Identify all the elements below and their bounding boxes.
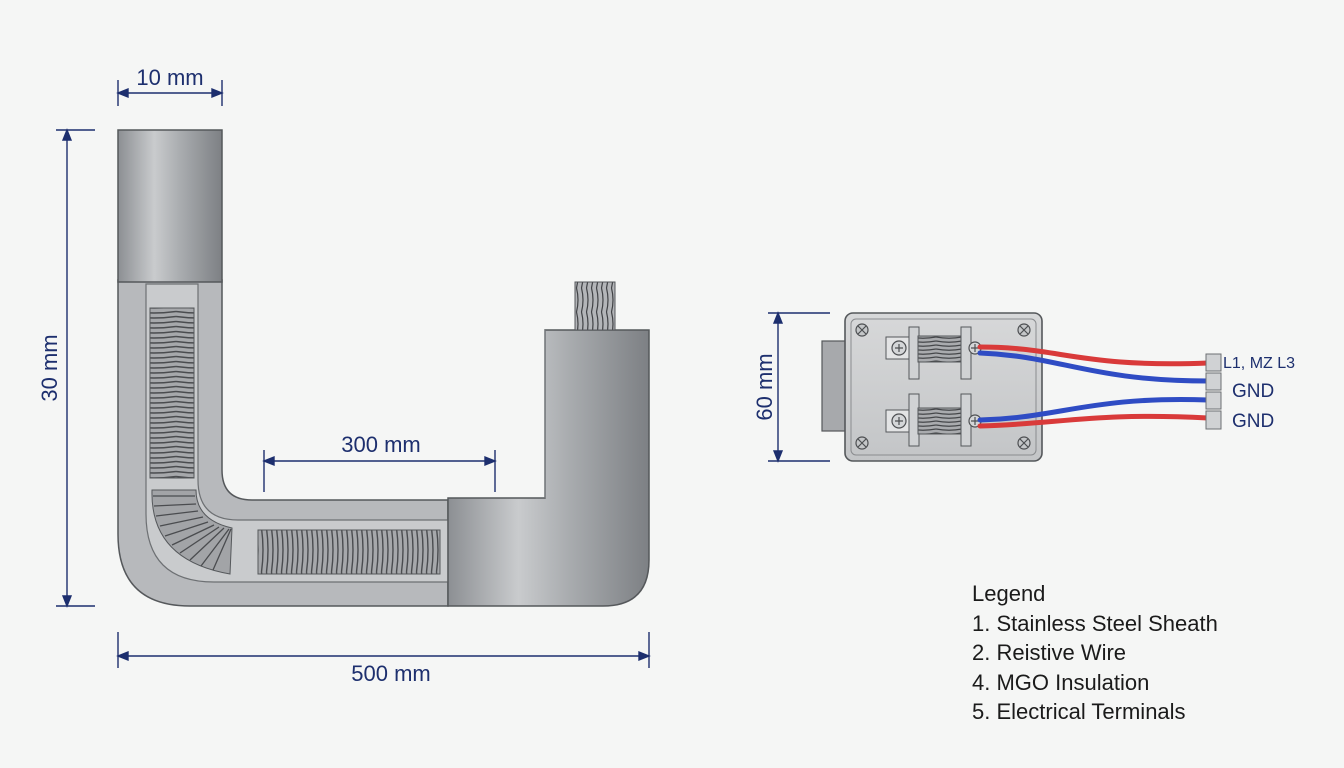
heater-tube [117,129,650,607]
wire-ferrules [1205,353,1222,430]
terminal-coil [917,407,965,435]
legend-item: 4. MGO Insulation [972,669,1150,695]
threaded-stud [574,281,616,331]
box-housing [844,312,1043,462]
dim-height: 30 mm [37,334,62,401]
dim-box-height: 60 mm [752,353,777,420]
legend-item: 2. Reistive Wire [972,640,1127,665]
legend-title: Legend [972,581,1046,606]
legend-item: 1. Stainless Steel Sheath [972,610,1218,636]
wires [977,344,1211,429]
terminal-label-gnd-2: GND [1232,411,1274,432]
legend-item: 5. Electrical Terminals [972,699,1186,724]
dim-top-width: 10 mm [136,65,203,90]
dim-total-length: 500 mm [351,661,430,686]
tube-dimensions [56,80,830,668]
wire-red-1 [977,344,1211,367]
wire-blue-2 [977,397,1211,423]
vertical-coil [149,307,195,479]
terminal-box [821,312,1043,462]
wire-red-2 [977,413,1211,429]
terminal-label-l1: L1, MZ L3 [1223,355,1295,372]
terminal-label-gnd-1: GND [1232,381,1274,402]
dim-middle-length: 300 mm [341,432,420,457]
elbow-fitting [447,329,650,607]
top-sleeve [117,129,223,283]
legend: Legend 1. Stainless Steel Sheath 2. Reis… [972,579,1218,727]
terminal-coil [917,335,965,363]
wire-blue-1 [977,350,1211,384]
horizontal-coil [257,529,441,575]
bend-coil [151,489,233,575]
